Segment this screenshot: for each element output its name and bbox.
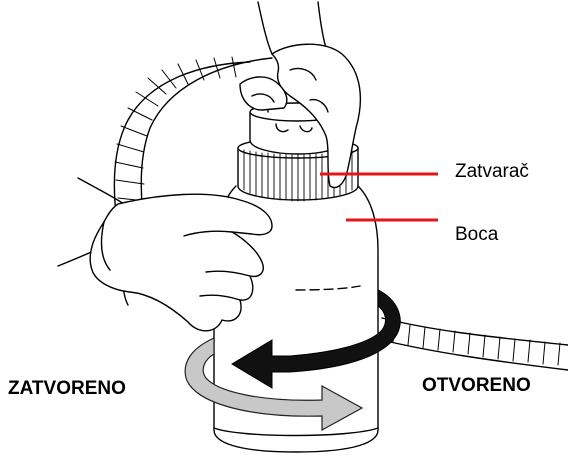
bottle-label: Boca <box>455 224 498 246</box>
open-label: OTVORENO <box>422 375 531 397</box>
closed-label: ZATVORENO <box>8 378 126 400</box>
cap-label: Zatvarač <box>455 161 529 183</box>
